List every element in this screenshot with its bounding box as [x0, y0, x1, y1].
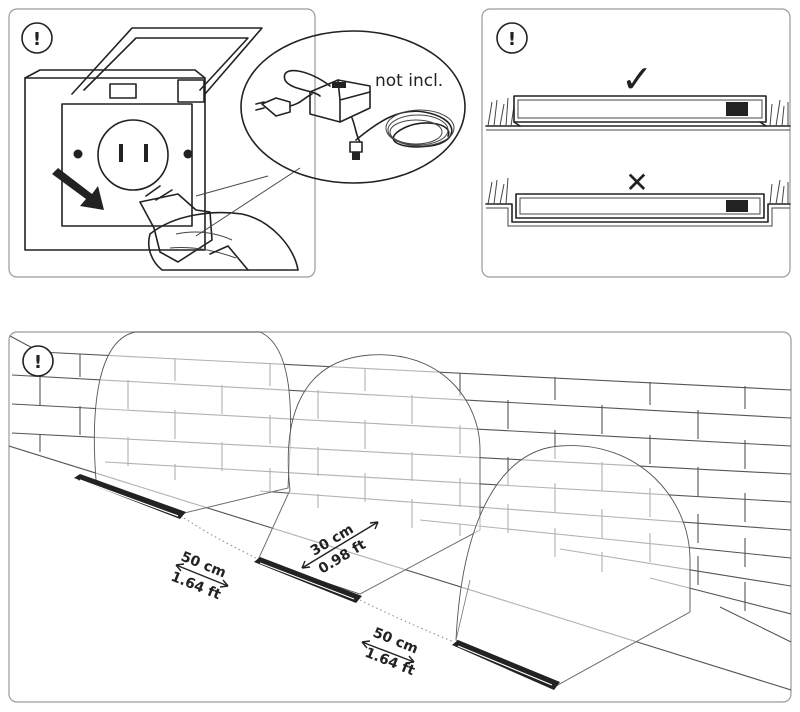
- warning-icon: !: [22, 345, 54, 377]
- svg-text:!: !: [508, 29, 516, 50]
- panel-mounting-height: ! ✓ ✕: [481, 8, 791, 278]
- cross-icon: ✕: [625, 166, 648, 199]
- warning-icon: !: [496, 22, 528, 54]
- not-included-label: not incl.: [375, 71, 443, 91]
- spacing-line-2: [359, 599, 455, 643]
- incorrect-mounting: ✕: [485, 166, 791, 227]
- checkmark-icon: ✓: [621, 57, 653, 101]
- svg-text:!: !: [34, 352, 42, 373]
- svg-text:!: !: [33, 29, 41, 50]
- panel-outlet: !: [8, 8, 466, 278]
- light-bar-3: [452, 640, 560, 690]
- outdoor-outlet-illustration: [24, 27, 299, 271]
- light-bar-1: [74, 474, 186, 519]
- correct-mounting: ✓: [485, 57, 791, 131]
- light-beam-2: [257, 354, 481, 595]
- adapter-callout: not incl.: [195, 30, 466, 237]
- light-beam-3: [455, 445, 691, 687]
- spacing-line-1: [183, 517, 257, 559]
- light-bar-2: [254, 557, 362, 603]
- panel-wall-spacing: 50 cm 1.64 ft 30 cm 0.98 ft 50 cm 1.64 f…: [8, 331, 792, 703]
- warning-icon: !: [21, 22, 53, 54]
